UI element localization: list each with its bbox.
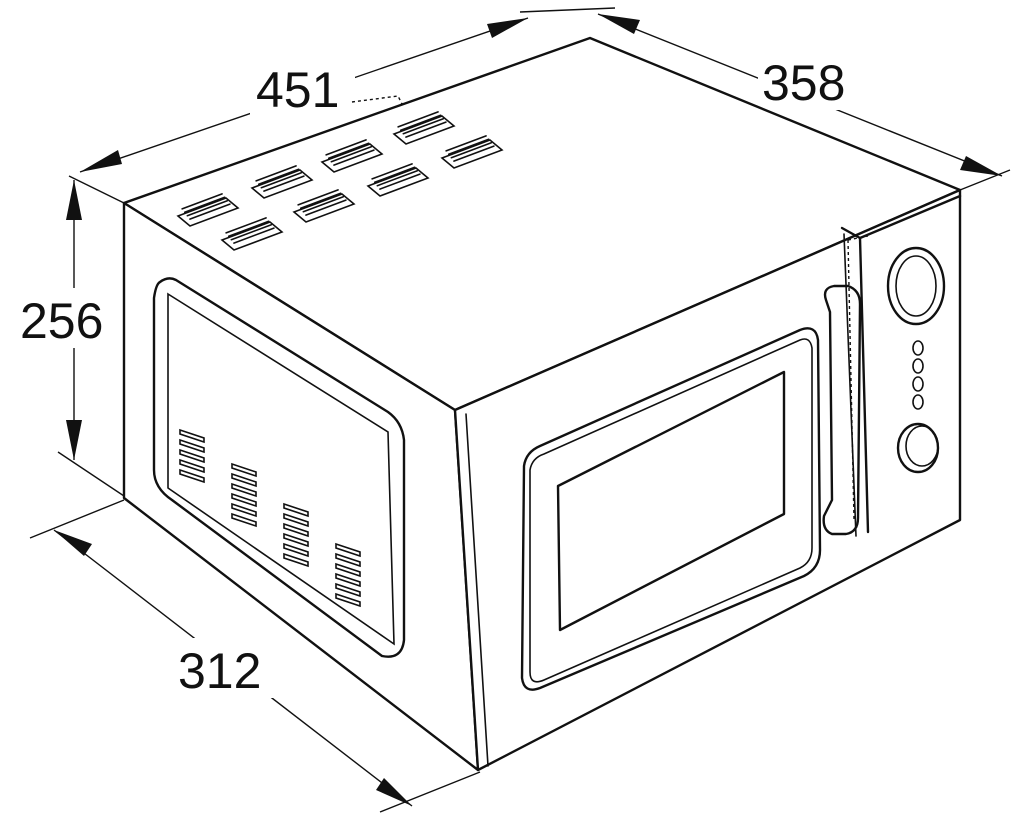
depth-arrow-bottom bbox=[960, 156, 1002, 176]
width-arrow-right bbox=[487, 18, 528, 38]
microwave-body bbox=[122, 36, 962, 772]
bottom-arrow-left bbox=[54, 530, 92, 556]
height-dimension: 256 bbox=[18, 180, 125, 497]
top-vent-6 bbox=[366, 163, 430, 197]
door-handle bbox=[822, 284, 862, 536]
height-label: 256 bbox=[20, 293, 103, 349]
depth-arrow-top bbox=[598, 14, 640, 34]
top-vent-2 bbox=[220, 217, 284, 251]
bottom-label: 312 bbox=[178, 643, 261, 699]
bottom-arrow-right bbox=[376, 778, 412, 806]
bottom-dimension: 312 bbox=[29, 499, 481, 813]
front-face bbox=[453, 188, 962, 772]
control-panel bbox=[886, 246, 946, 474]
side-vent-1 bbox=[179, 428, 205, 484]
indicator-buttons bbox=[912, 340, 924, 410]
side-panel bbox=[152, 277, 406, 658]
top-vent-1 bbox=[176, 193, 240, 227]
door-window bbox=[520, 327, 822, 691]
width-arrow-left bbox=[80, 150, 122, 172]
depth-label: 358 bbox=[762, 55, 845, 111]
top-dial bbox=[886, 246, 946, 326]
side-vents bbox=[179, 428, 361, 608]
side-vent-2 bbox=[231, 462, 257, 528]
height-arrow-top bbox=[66, 180, 82, 220]
side-vent-4 bbox=[335, 542, 361, 608]
width-dimension: 451 bbox=[68, 7, 616, 204]
top-vent-3 bbox=[250, 165, 314, 199]
window-glass bbox=[556, 370, 786, 632]
top-vent-7 bbox=[392, 111, 456, 145]
height-arrow-bottom bbox=[66, 420, 82, 460]
top-vent-8 bbox=[440, 135, 504, 169]
side-vent-3 bbox=[283, 502, 309, 568]
top-vent-5 bbox=[320, 139, 384, 173]
top-vents bbox=[176, 111, 504, 251]
bottom-knob bbox=[896, 422, 940, 474]
width-label: 451 bbox=[256, 62, 339, 118]
top-vent-4 bbox=[292, 189, 356, 223]
depth-dimension: 358 bbox=[597, 13, 1011, 191]
